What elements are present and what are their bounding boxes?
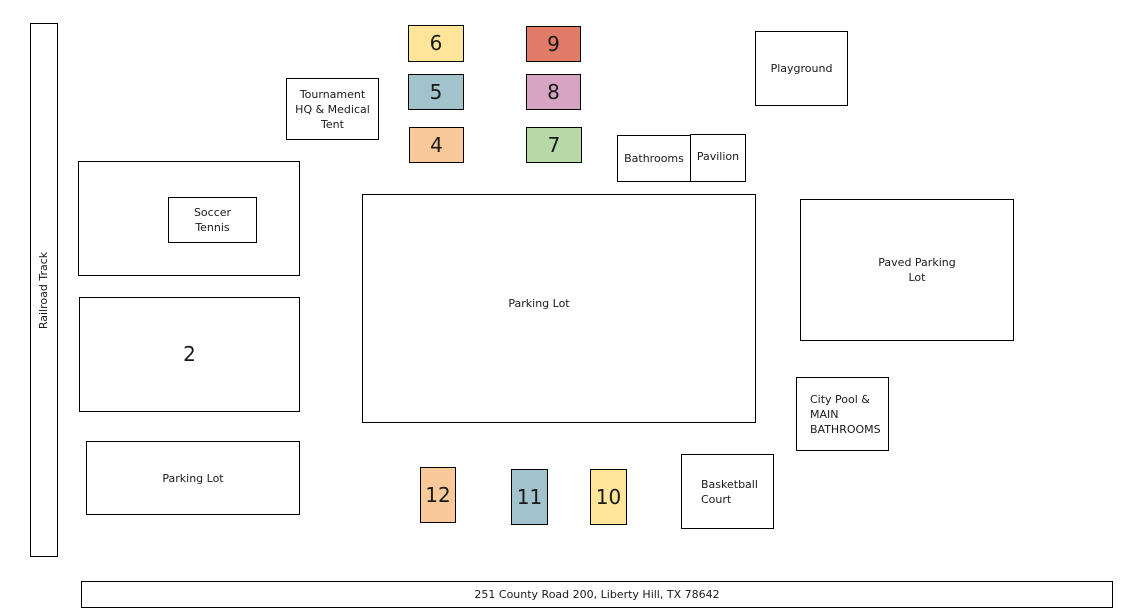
field-12[interactable]: 12	[420, 467, 456, 523]
field-2[interactable]: 2	[79, 297, 300, 412]
basketball-court[interactable]: Basketball Court	[681, 454, 774, 529]
field-9[interactable]: 9	[526, 26, 581, 62]
field-6[interactable]: 6	[408, 25, 464, 62]
city-pool-main-bathrooms[interactable]: City Pool & MAIN BATHROOMS	[796, 377, 889, 451]
bathrooms[interactable]: Bathrooms	[617, 135, 691, 182]
field-10[interactable]: 10	[590, 469, 627, 525]
field-4[interactable]: 4	[409, 127, 464, 163]
address-bar: 251 County Road 200, Liberty Hill, TX 78…	[81, 581, 1113, 608]
railroad-label: Railroad Track	[37, 251, 51, 329]
soccer-tennis-box[interactable]: Soccer Tennis	[168, 197, 257, 243]
playground[interactable]: Playground	[755, 31, 848, 106]
left-parking-lot[interactable]: Parking Lot	[86, 441, 300, 515]
center-parking-lot[interactable]: Parking Lot	[362, 194, 756, 423]
field-8[interactable]: 8	[526, 74, 581, 110]
railroad-track: Railroad Track	[30, 23, 58, 557]
field-5[interactable]: 5	[408, 74, 464, 110]
pavilion[interactable]: Pavilion	[690, 134, 746, 182]
field-7[interactable]: 7	[526, 127, 582, 163]
tournament-hq-tent[interactable]: Tournament HQ & Medical Tent	[286, 78, 379, 140]
field-11[interactable]: 11	[511, 469, 548, 525]
paved-parking-lot[interactable]: Paved Parking Lot	[800, 199, 1014, 341]
